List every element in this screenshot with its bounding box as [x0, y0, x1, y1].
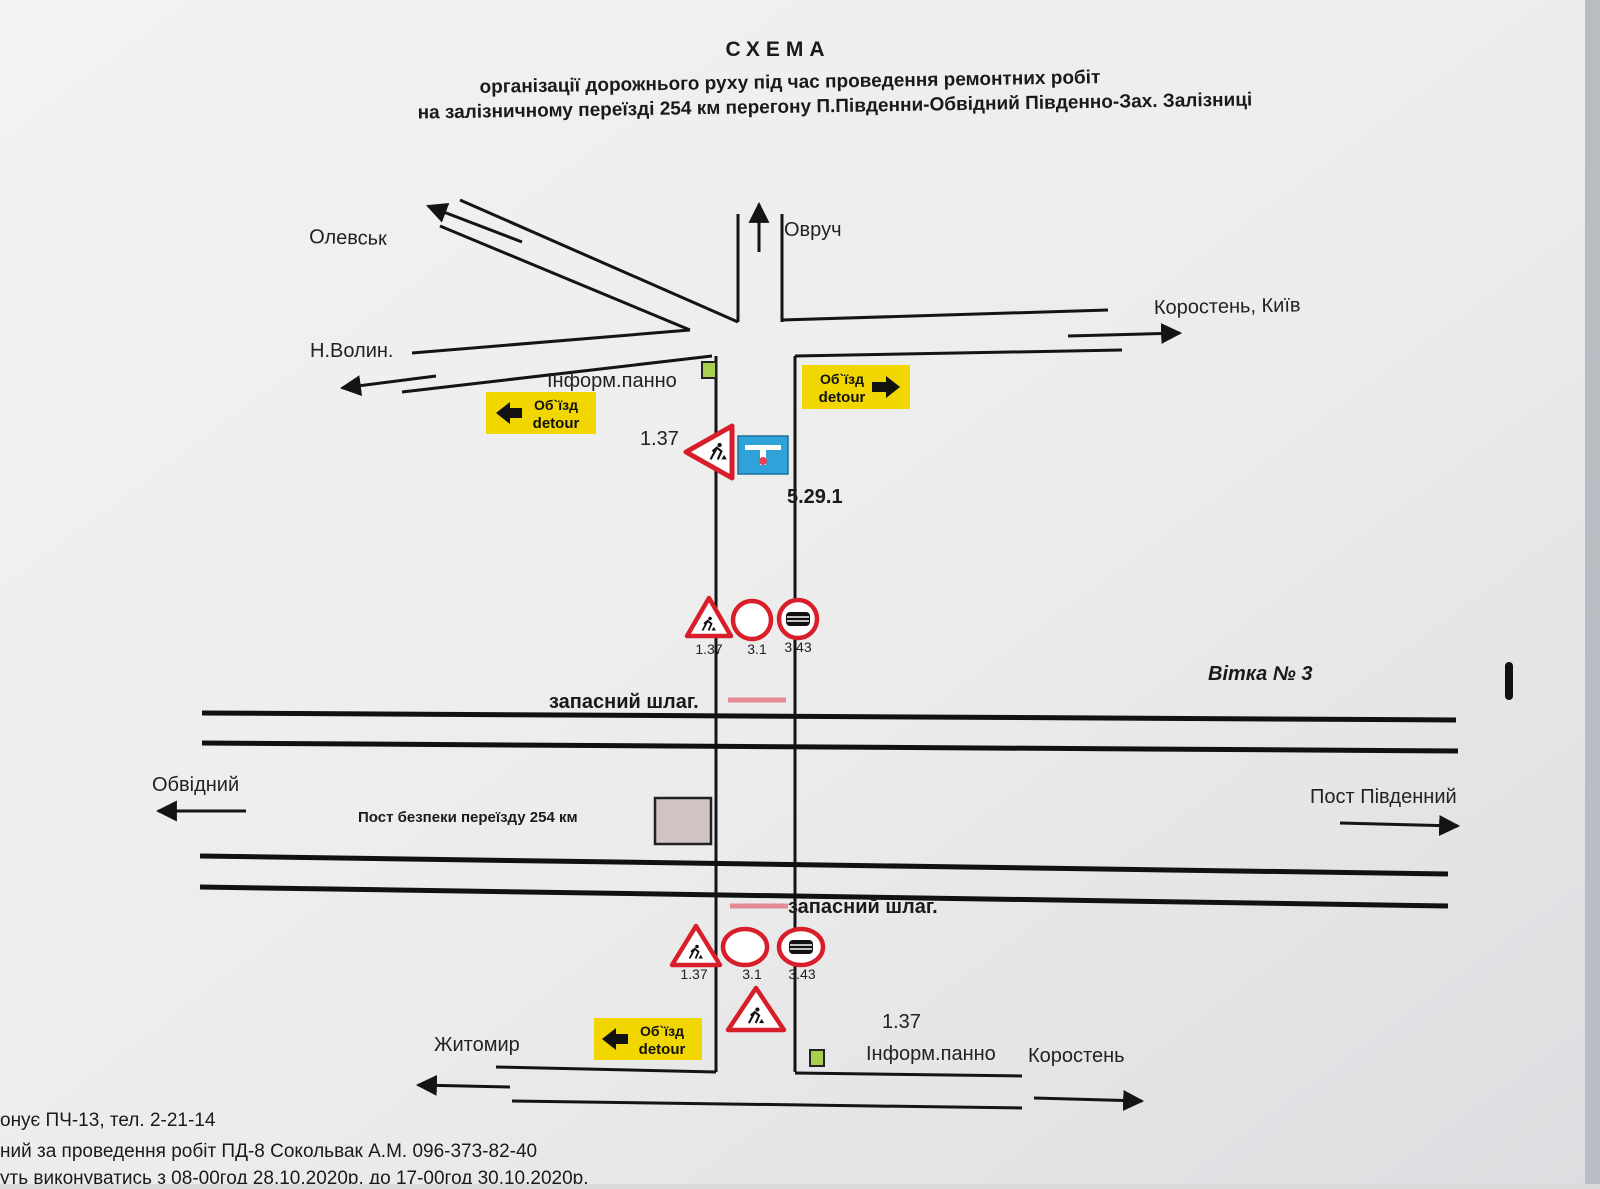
sign-3-1-top — [730, 598, 774, 642]
diagram-title: СХЕМА — [725, 38, 830, 61]
detour-sign-left-line2: detour — [533, 415, 580, 432]
info-panel-top-marker — [701, 361, 717, 379]
arrow-to-korosten-kyiv — [1067, 323, 1183, 345]
sign-1-37-group-top — [684, 595, 734, 639]
detour-sign-left-line1: Об`їзд — [534, 397, 578, 413]
road-network-upper — [401, 198, 1123, 1072]
sign-code-bottom-1: 1.37 — [680, 966, 707, 982]
road-network-lower — [495, 1065, 1023, 1110]
paper-right-edge — [1585, 0, 1600, 1184]
info-panel-bottom-marker — [809, 1049, 825, 1067]
sign-1-37-top-label: 1.37 — [640, 428, 679, 450]
detour-sign-left: Об`їзд detour — [486, 392, 596, 434]
sign-5-29-1-label: 5.29.1 — [787, 486, 843, 508]
sign-1-37-group-bottom — [669, 923, 723, 968]
info-panel-top-label: Інформ.панно — [547, 370, 677, 392]
sign-code-top-1: 1.37 — [695, 641, 722, 657]
place-post-pivdennyi: Пост Південний — [1310, 786, 1457, 808]
sign-group-bottom: 1.37 3.1 3.43 — [669, 923, 826, 982]
sign-3-43-bottom — [776, 926, 826, 968]
sign-5-29-1 — [737, 435, 789, 475]
sign-1-37-bottom-label: 1.37 — [882, 1011, 921, 1033]
place-obvidnyi: Обвідний — [152, 774, 239, 796]
arrow-to-zhytomyr — [415, 1074, 511, 1096]
sign-code-bottom-2: 3.1 — [742, 966, 762, 982]
place-korosten-kyiv: Коростень, Київ — [1154, 294, 1301, 319]
sign-code-bottom-3: 3.43 — [788, 966, 815, 982]
arrow-to-post-pivdennyi — [1339, 815, 1461, 837]
place-zhytomyr: Житомир — [434, 1034, 520, 1056]
place-olevsk: Олевськ — [309, 226, 387, 250]
place-korosten: Коростень — [1028, 1045, 1125, 1067]
info-panel-bottom-label: Інформ.панно — [866, 1043, 996, 1065]
detour-sign-right-line2: detour — [819, 389, 866, 406]
sign-group-top: 1.37 3.1 3.43 — [684, 595, 820, 657]
sign-3-43-top — [776, 597, 820, 641]
crossing-post-box — [653, 796, 713, 846]
crossing-post-label: Пост безпеки переїзду 254 км — [358, 809, 578, 826]
spare-barrier-bottom-label: запасний шлаг. — [788, 896, 938, 918]
detour-sign-right-line1: Об`їзд — [820, 371, 864, 387]
railway-tracks — [199, 710, 1459, 909]
detour-sign-bottom: Об`їзд detour — [594, 1018, 702, 1060]
sign-code-top-2: 3.1 — [747, 641, 767, 657]
arrow-to-n-volyn — [339, 374, 437, 397]
place-ovruch: Овруч — [784, 219, 842, 241]
branch-label: Вітка № 3 — [1208, 663, 1312, 685]
footer-line-3: уть виконуватись з 08-00год 28.10.2020р.… — [0, 1168, 589, 1184]
detour-sign-bottom-line2: detour — [639, 1041, 686, 1058]
pin-mark — [1505, 662, 1513, 700]
place-n-volyn: Н.Волин. — [310, 340, 393, 362]
spare-barrier-top-label: запасний шлаг. — [549, 691, 699, 713]
detour-sign-bottom-line1: Об`їзд — [640, 1023, 684, 1039]
arrow-to-korosten — [1033, 1089, 1145, 1111]
sign-1-37-bottom — [725, 985, 787, 1033]
footer-line-1: онує ПЧ-13, тел. 2-21-14 — [0, 1110, 216, 1131]
arrow-to-olevsk — [426, 202, 523, 244]
sign-3-1-bottom — [720, 926, 770, 968]
detour-sign-right: Об`їзд detour — [802, 365, 910, 409]
sign-code-top-3: 3.43 — [784, 639, 811, 655]
footer-line-2: ний за проведення робіт ПД-8 Сокольвак А… — [0, 1141, 537, 1162]
sign-1-37-top — [683, 423, 735, 481]
